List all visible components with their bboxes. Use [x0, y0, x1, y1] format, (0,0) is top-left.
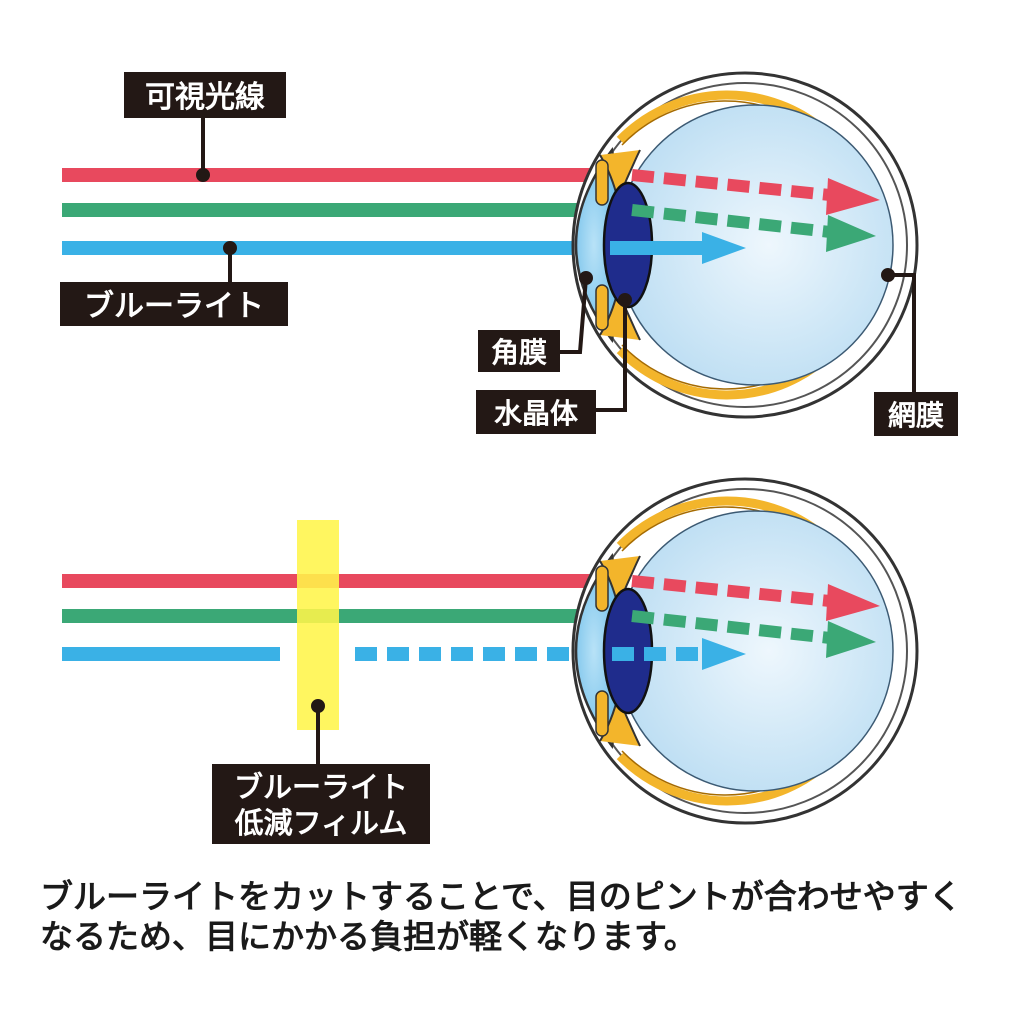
blue-ray-top — [62, 241, 610, 255]
blue-dashed-arrow-bottom — [612, 638, 746, 670]
label-cornea: 角膜 — [478, 330, 560, 372]
label-visible-light: 可視光線 — [124, 72, 286, 118]
top-diagram: 可視光線 ブルーライト 角膜 水晶体 網膜 — [60, 72, 958, 436]
green-ray-top — [62, 203, 610, 217]
green-dashed-arrow-top — [631, 204, 876, 252]
caption: ブルーライトをカットすることで、目のピントが合わせやすく なるため、目にかかる負… — [40, 877, 962, 956]
svg-text:低減フィルム: 低減フィルム — [234, 806, 408, 840]
svg-text:角膜: 角膜 — [491, 336, 547, 369]
red-dashed-arrow-bottom — [631, 575, 880, 621]
label-lens: 水晶体 — [476, 390, 596, 434]
svg-text:網膜: 網膜 — [888, 399, 944, 432]
blue-ray-bottom-solid — [62, 647, 280, 661]
leader-lines-top — [196, 115, 916, 412]
svg-text:水晶体: 水晶体 — [494, 397, 579, 430]
caption-line-2: なるため、目にかかる負担が軽くなります。 — [40, 917, 697, 956]
svg-text:ブルーライト: ブルーライト — [234, 770, 408, 804]
svg-text:ブルーライト: ブルーライト — [84, 289, 264, 324]
svg-text:可視光線: 可視光線 — [145, 80, 265, 115]
red-dashed-arrow-top — [631, 169, 880, 215]
label-film: ブルーライト 低減フィルム — [212, 764, 430, 844]
blue-arrow-top — [610, 232, 746, 264]
blue-light-film — [297, 520, 339, 730]
green-dashed-arrow-bottom — [631, 610, 876, 658]
bottom-diagram: ブルーライト 低減フィルム — [62, 479, 917, 844]
label-blue-light-top: ブルーライト — [60, 282, 288, 326]
leader-line-film — [311, 699, 325, 765]
label-retina: 網膜 — [874, 392, 958, 436]
caption-line-1: ブルーライトをカットすることで、目のピントが合わせやすく — [40, 877, 962, 916]
red-ray-top — [62, 168, 610, 182]
